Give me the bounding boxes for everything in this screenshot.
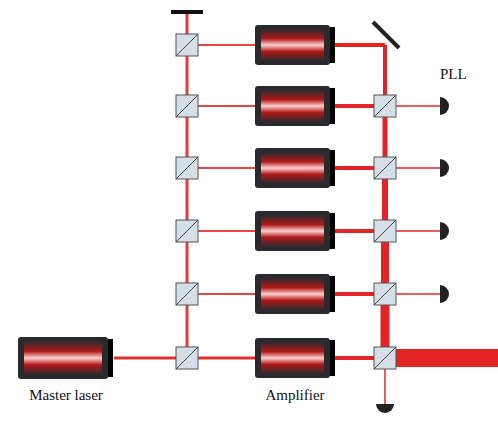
splitter-diagonal (374, 157, 396, 179)
laser-body (255, 274, 330, 314)
beam-splitter (176, 283, 198, 305)
laser-cap (330, 340, 335, 376)
laser-body (255, 86, 330, 126)
mirror (373, 22, 399, 48)
laser-body (255, 148, 330, 188)
laser-beam (198, 105, 255, 107)
laser-cap (330, 150, 335, 186)
beam-splitter (176, 157, 198, 179)
laser-cap (330, 213, 335, 249)
beam-splitter (374, 283, 396, 305)
laser-beam (396, 167, 440, 169)
laser-beam (198, 230, 255, 232)
splitter-diagonal (176, 347, 198, 369)
component-label: Master laser (29, 387, 103, 404)
laser-beam (396, 230, 440, 232)
laser-cap (330, 276, 335, 312)
laser-body (18, 337, 108, 379)
gain-medium (261, 215, 324, 247)
component-label: Amplifier (265, 387, 324, 404)
splitter-diagonal (374, 347, 396, 369)
pll-photodiode (440, 97, 449, 115)
splitter-diagonal (374, 220, 396, 242)
splitter-diagonal (374, 283, 396, 305)
gain-medium (261, 152, 324, 184)
pll-photodiode (440, 222, 449, 240)
gain-medium (261, 278, 324, 310)
beam-splitter (374, 220, 396, 242)
laser-beam (198, 293, 255, 295)
pll-photodiode (440, 285, 449, 303)
beam-splitter (176, 34, 198, 56)
laser-body (255, 211, 330, 251)
beam-splitter (374, 95, 396, 117)
splitter-diagonal (176, 157, 198, 179)
beam-dump (171, 10, 203, 14)
laser-beam (335, 43, 385, 47)
gain-medium (261, 90, 324, 122)
beam-splitter (374, 347, 396, 369)
laser-beam (396, 105, 440, 107)
laser-beam (198, 44, 255, 46)
detector-label: PLL (440, 66, 467, 83)
beam-splitter (374, 157, 396, 179)
beam-splitter (176, 95, 198, 117)
gain-medium (261, 342, 324, 374)
monitor-photodiode (376, 404, 394, 413)
laser-beam (186, 14, 189, 358)
pll-photodiode (440, 159, 449, 177)
laser-body (255, 25, 330, 65)
laser-beam (396, 349, 498, 367)
laser-beam (198, 167, 255, 169)
laser-cap (330, 88, 335, 124)
master-laser: Master laser (18, 337, 114, 379)
gain-medium (261, 29, 324, 61)
gain-medium (24, 341, 102, 375)
splitter-diagonal (176, 283, 198, 305)
laser-cap (330, 27, 335, 63)
splitter-diagonal (176, 34, 198, 56)
splitter-diagonal (374, 95, 396, 117)
beam-splitter (176, 220, 198, 242)
amplifier: Amplifier (255, 338, 335, 378)
splitter-diagonal (176, 95, 198, 117)
splitter-diagonal (176, 220, 198, 242)
laser-body (255, 338, 330, 378)
beam-splitter (176, 347, 198, 369)
laser-beam (396, 293, 440, 295)
laser-cap (108, 339, 113, 377)
laser-beam (384, 369, 386, 404)
